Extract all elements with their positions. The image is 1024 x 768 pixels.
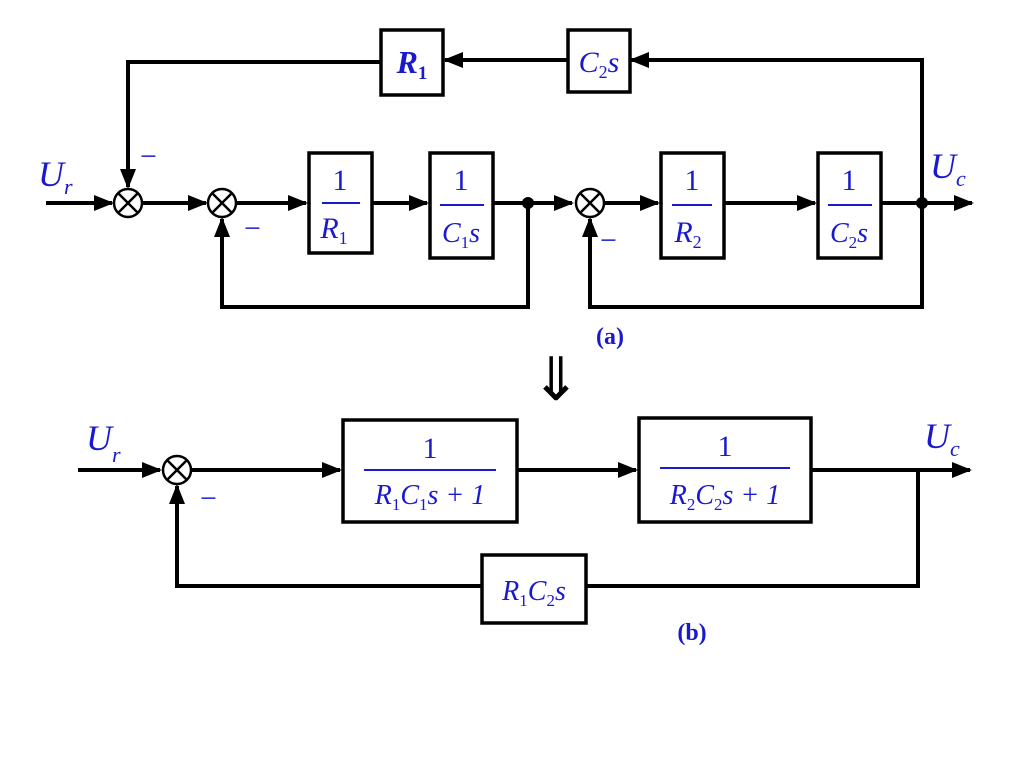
diagram-a-sum-junction-3 <box>574 187 606 219</box>
diagram-a-feedback-block-r1: R1 <box>379 28 445 97</box>
diagram-a-feedback-block-c2s: C2s <box>566 28 632 94</box>
diagram-a-minus-sign-3: − <box>600 224 617 257</box>
diagram-a-inner-feedback-1 <box>214 203 530 309</box>
svg-text:1: 1 <box>718 430 733 463</box>
diagram-b-output-label: Uc <box>924 416 960 461</box>
svg-text:1: 1 <box>842 164 857 197</box>
svg-text:1: 1 <box>454 164 469 197</box>
svg-text:1: 1 <box>333 164 348 197</box>
diagram-a-block-1-over-c1s: 1 C1s <box>428 151 495 260</box>
transform-arrow-icon: ⇓ <box>531 345 581 415</box>
diagram-a-caption: (a) <box>596 324 624 350</box>
svg-text:1: 1 <box>685 164 700 197</box>
svg-text:R2: R2 <box>673 216 701 252</box>
svg-text:C2s: C2s <box>579 46 620 82</box>
diagram-b-block-1: 1 R1C1s + 1 <box>341 418 519 524</box>
svg-text:C2s: C2s <box>830 218 868 252</box>
diagram-a-sum-junction-2 <box>206 187 238 219</box>
svg-text:R1: R1 <box>319 212 347 248</box>
diagram-a-input-label: Ur <box>38 154 73 199</box>
diagram-a-block-1-over-r2: 1 R2 <box>659 151 726 260</box>
diagram-a-outer-feedback-wire-3 <box>120 60 381 189</box>
svg-text:1: 1 <box>423 432 438 465</box>
svg-text:R1C2s: R1C2s <box>501 576 566 610</box>
diagram-b-minus-sign: − <box>200 482 217 515</box>
diagram-a-block-1-over-c2s: 1 C2s <box>816 151 883 260</box>
diagram-a-output-label: Uc <box>930 146 966 191</box>
diagram-a-sum-junction-1 <box>112 187 144 219</box>
svg-text:R2C2s + 1: R2C2s + 1 <box>669 480 781 514</box>
diagram-a-minus-sign-1: − <box>140 140 157 173</box>
diagram-b-caption: (b) <box>677 620 706 646</box>
svg-text:C1s: C1s <box>442 218 480 252</box>
diagram-a-block-1-over-r1: 1 R1 <box>307 151 374 255</box>
svg-text:R1C1s + 1: R1C1s + 1 <box>374 480 486 514</box>
diagram-a-inner-feedback-2 <box>582 203 924 309</box>
diagram-b-block-2: 1 R2C2s + 1 <box>637 416 813 524</box>
diagram-a-outer-feedback-wire-1 <box>629 52 924 203</box>
diagram-a: Ur − − 1 R1 1 <box>38 28 974 350</box>
diagram-b-feedback-wire-2 <box>169 484 482 588</box>
diagram-b-sum-junction <box>161 454 193 486</box>
diagram-b: Ur − 1 R1C1s + 1 1 R2C2s + 1 Uc <box>78 416 972 646</box>
diagram-b-feedback-block: R1C2s <box>480 553 588 625</box>
diagram-b-input-label: Ur <box>86 418 121 467</box>
svg-text:R1: R1 <box>396 44 428 84</box>
diagram-a-minus-sign-2: − <box>244 212 261 245</box>
diagram-b-feedback-wire-1 <box>586 470 920 588</box>
